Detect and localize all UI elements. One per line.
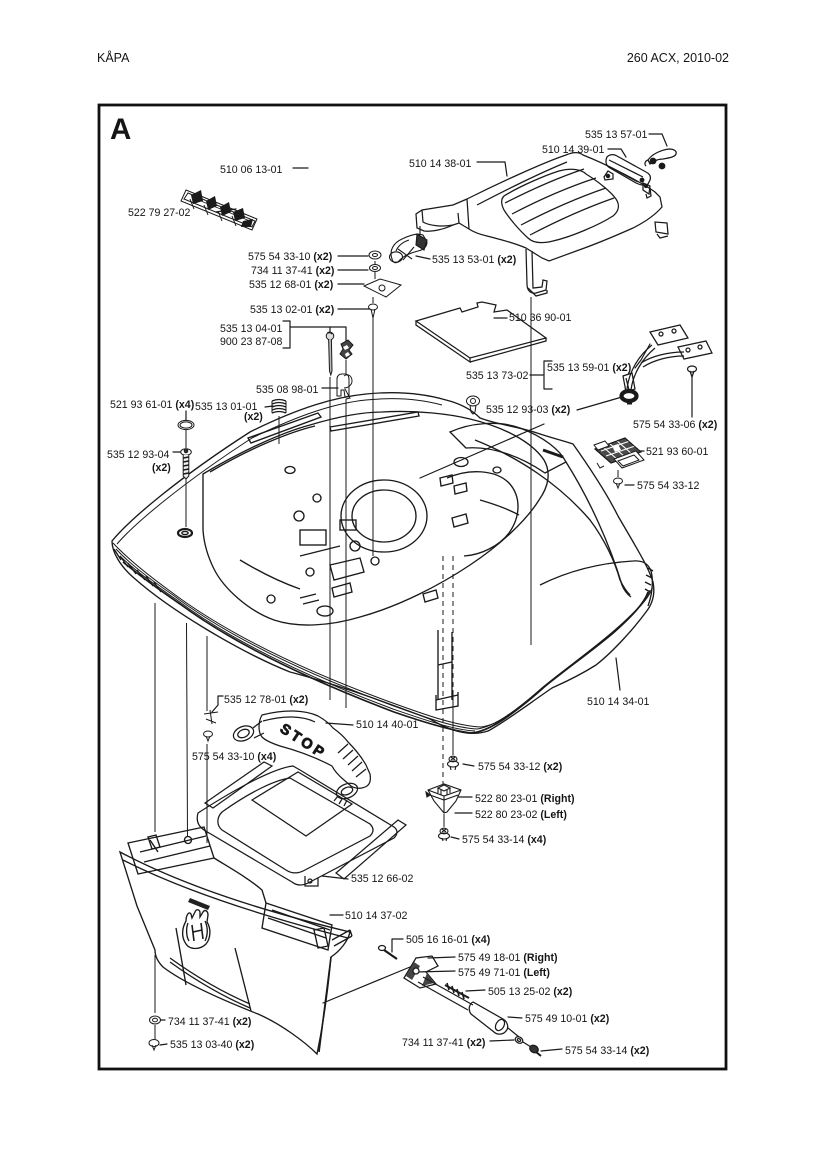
svg-text:575 54 33-10 (x2): 575 54 33-10 (x2) [248, 251, 332, 263]
svg-text:575 49 71-01 (Left): 575 49 71-01 (Left) [458, 967, 550, 979]
svg-text:575 54 33-14 (x2): 575 54 33-14 (x2) [565, 1045, 649, 1057]
svg-text:(x2): (x2) [152, 462, 171, 474]
svg-text:575 54 33-12: 575 54 33-12 [637, 480, 700, 492]
svg-text:575 54 33-14 (x4): 575 54 33-14 (x4) [462, 834, 546, 846]
svg-text:521 93 61-01 (x4): 521 93 61-01 (x4) [110, 399, 194, 411]
svg-text:535 13 03-40 (x2): 535 13 03-40 (x2) [170, 1039, 254, 1051]
svg-text:575 54 33-12 (x2): 575 54 33-12 (x2) [478, 761, 562, 773]
svg-text:260 ACX, 2010-02: 260 ACX, 2010-02 [627, 51, 729, 65]
svg-text:535 13 59-01 (x2): 535 13 59-01 (x2) [547, 362, 631, 374]
svg-text:535 13 04-01: 535 13 04-01 [220, 323, 283, 335]
svg-text:510 06 13-01: 510 06 13-01 [220, 164, 283, 176]
svg-text:734 11 37-41 (x2): 734 11 37-41 (x2) [251, 265, 334, 277]
svg-text:522 80 23-01 (Right): 522 80 23-01 (Right) [475, 793, 575, 805]
svg-text:535 12 68-01 (x2): 535 12 68-01 (x2) [249, 279, 333, 291]
svg-text:510 14 34-01: 510 14 34-01 [587, 696, 650, 708]
svg-text:KÅPA: KÅPA [97, 50, 130, 65]
svg-text:505 16 16-01 (x4): 505 16 16-01 (x4) [406, 934, 490, 946]
svg-text:510 14 37-02: 510 14 37-02 [345, 910, 408, 922]
svg-text:575 49 10-01 (x2): 575 49 10-01 (x2) [525, 1013, 609, 1025]
svg-text:734 11 37-41 (x2): 734 11 37-41 (x2) [402, 1037, 485, 1049]
svg-text:535 13 53-01 (x2): 535 13 53-01 (x2) [432, 254, 516, 266]
svg-text:535 12 66-02: 535 12 66-02 [351, 873, 414, 885]
svg-text:535 12 93-03 (x2): 535 12 93-03 (x2) [486, 404, 570, 416]
svg-text:575 54 33-06 (x2): 575 54 33-06 (x2) [633, 419, 717, 431]
svg-text:510 14 38-01: 510 14 38-01 [409, 158, 472, 170]
svg-text:535 13 01-01: 535 13 01-01 [195, 401, 258, 413]
svg-text:535 12 78-01 (x2): 535 12 78-01 (x2) [224, 694, 308, 706]
svg-text:510 14 39-01: 510 14 39-01 [542, 144, 605, 156]
svg-text:522 79 27-02: 522 79 27-02 [128, 207, 191, 219]
svg-text:510 36 90-01: 510 36 90-01 [509, 312, 572, 324]
svg-text:734 11 37-41 (x2): 734 11 37-41 (x2) [168, 1016, 251, 1028]
svg-text:535 12 93-04: 535 12 93-04 [107, 449, 170, 461]
svg-text:510 14 40-01: 510 14 40-01 [356, 719, 419, 731]
svg-text:575 49 18-01 (Right): 575 49 18-01 (Right) [458, 952, 558, 964]
svg-text:575 54 33-10 (x4): 575 54 33-10 (x4) [192, 751, 276, 763]
svg-text:900 23 87-08: 900 23 87-08 [220, 336, 283, 348]
svg-text:505 13 25-02 (x2): 505 13 25-02 (x2) [488, 986, 572, 998]
svg-text:535 13 57-01: 535 13 57-01 [585, 129, 648, 141]
svg-text:(x2): (x2) [244, 411, 263, 423]
svg-text:A: A [110, 113, 131, 146]
svg-text:521 93 60-01: 521 93 60-01 [646, 446, 709, 458]
svg-text:535 13 73-02: 535 13 73-02 [466, 370, 529, 382]
svg-text:522 80 23-02 (Left): 522 80 23-02 (Left) [475, 809, 567, 821]
svg-text:STOP: STOP [277, 721, 329, 763]
svg-text:535 13 02-01 (x2): 535 13 02-01 (x2) [250, 304, 334, 316]
svg-text:535 08 98-01: 535 08 98-01 [256, 384, 319, 396]
